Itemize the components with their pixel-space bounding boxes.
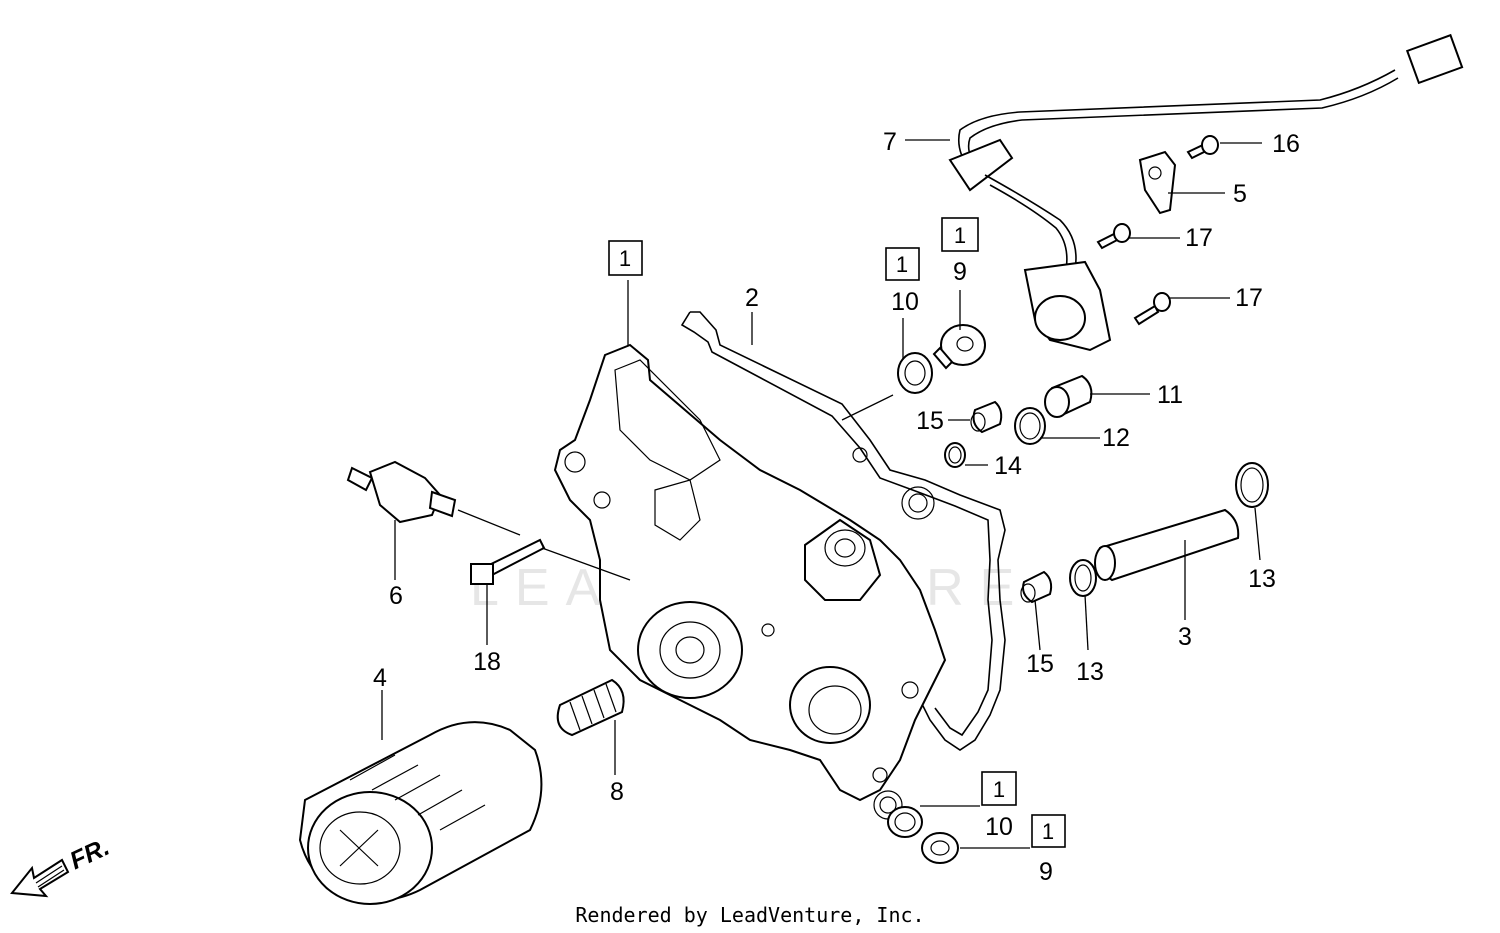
label-18: 18 — [473, 648, 501, 676]
label-8: 8 — [610, 778, 624, 806]
label-3: 3 — [1178, 623, 1192, 651]
callout-box-1-upper-9: 1 — [941, 217, 979, 252]
callout-box-1-lower-9: 1 — [1031, 814, 1066, 848]
svg-text:1: 1 — [896, 252, 908, 277]
label-5: 5 — [1233, 180, 1247, 208]
washer-part-10-lower[interactable] — [887, 806, 923, 838]
label-16: 16 — [1272, 130, 1300, 158]
callout-box-1-upper-left: 1 — [608, 240, 643, 276]
pipe-part-3[interactable] — [1094, 508, 1240, 582]
label-17-lower: 17 — [1235, 284, 1263, 312]
label-7: 7 — [883, 128, 897, 156]
sensor-harness-part-7[interactable] — [948, 33, 1464, 352]
direction-label: FR. — [66, 833, 114, 875]
bolt-part-9-upper[interactable] — [932, 324, 986, 370]
svg-text:1: 1 — [954, 223, 966, 248]
cover-part-1[interactable] — [553, 343, 947, 820]
bolt-part-17-lower[interactable] — [1133, 292, 1171, 326]
svg-text:1: 1 — [1042, 819, 1054, 844]
collar-part-11[interactable] — [1044, 374, 1093, 418]
bolt-part-17-upper[interactable] — [1096, 223, 1131, 250]
bolt-part-18[interactable] — [470, 538, 546, 585]
label-14: 14 — [994, 452, 1022, 480]
label-9-lower: 9 — [1039, 858, 1053, 886]
label-4: 4 — [373, 664, 387, 692]
gasket-part-2[interactable] — [680, 311, 1006, 751]
label-13-left: 13 — [1076, 658, 1104, 686]
pressure-switch-part-6[interactable] — [346, 460, 457, 524]
svg-text:1: 1 — [619, 246, 631, 271]
label-12: 12 — [1102, 424, 1130, 452]
label-6: 6 — [389, 582, 403, 610]
label-10-lower: 10 — [985, 813, 1013, 841]
oil-filter-part-4[interactable] — [298, 721, 543, 905]
svg-text:1: 1 — [993, 777, 1005, 802]
nipple-part-8[interactable] — [556, 678, 625, 737]
o-ring-part-13-left[interactable] — [1069, 559, 1097, 597]
dowel-part-15-lower[interactable] — [1020, 570, 1053, 604]
washer-part-10-upper[interactable] — [897, 352, 933, 394]
leader-lines — [381, 139, 1262, 849]
plate-part-5[interactable] — [1138, 150, 1177, 215]
label-9-upper: 9 — [953, 258, 967, 286]
label-15-lower: 15 — [1026, 650, 1054, 678]
footer-credit: Rendered by LeadVenture, Inc. — [575, 903, 924, 927]
callout-box-1-upper-10: 1 — [885, 247, 920, 281]
callout-box-1-lower-10: 1 — [981, 771, 1017, 806]
front-direction-arrow-icon — [10, 858, 70, 898]
label-15-upper: 15 — [916, 407, 944, 435]
dowel-part-15-upper[interactable] — [970, 400, 1003, 434]
label-10-upper: 10 — [891, 288, 919, 316]
label-2: 2 — [745, 284, 759, 312]
label-13-right: 13 — [1248, 565, 1276, 593]
o-ring-part-14[interactable] — [944, 442, 966, 468]
label-11: 11 — [1157, 381, 1183, 409]
bolt-part-16[interactable] — [1186, 135, 1219, 160]
label-17-upper: 17 — [1185, 224, 1213, 252]
bolt-part-9-lower[interactable] — [921, 832, 959, 864]
